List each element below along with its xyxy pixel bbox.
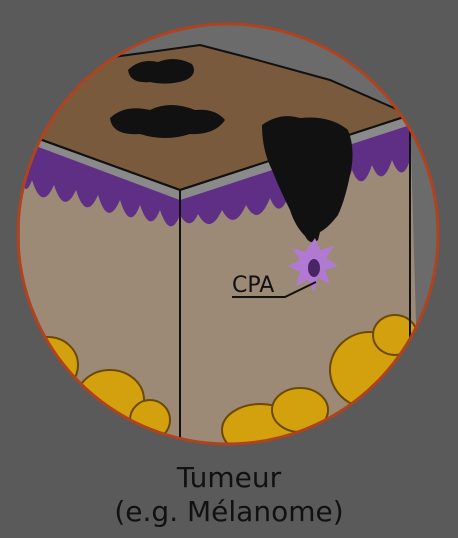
caption-subtitle: (e.g. Mélanome) xyxy=(0,496,458,528)
cpa-label: CPA xyxy=(232,273,274,298)
caption-title: Tumeur xyxy=(0,462,458,494)
